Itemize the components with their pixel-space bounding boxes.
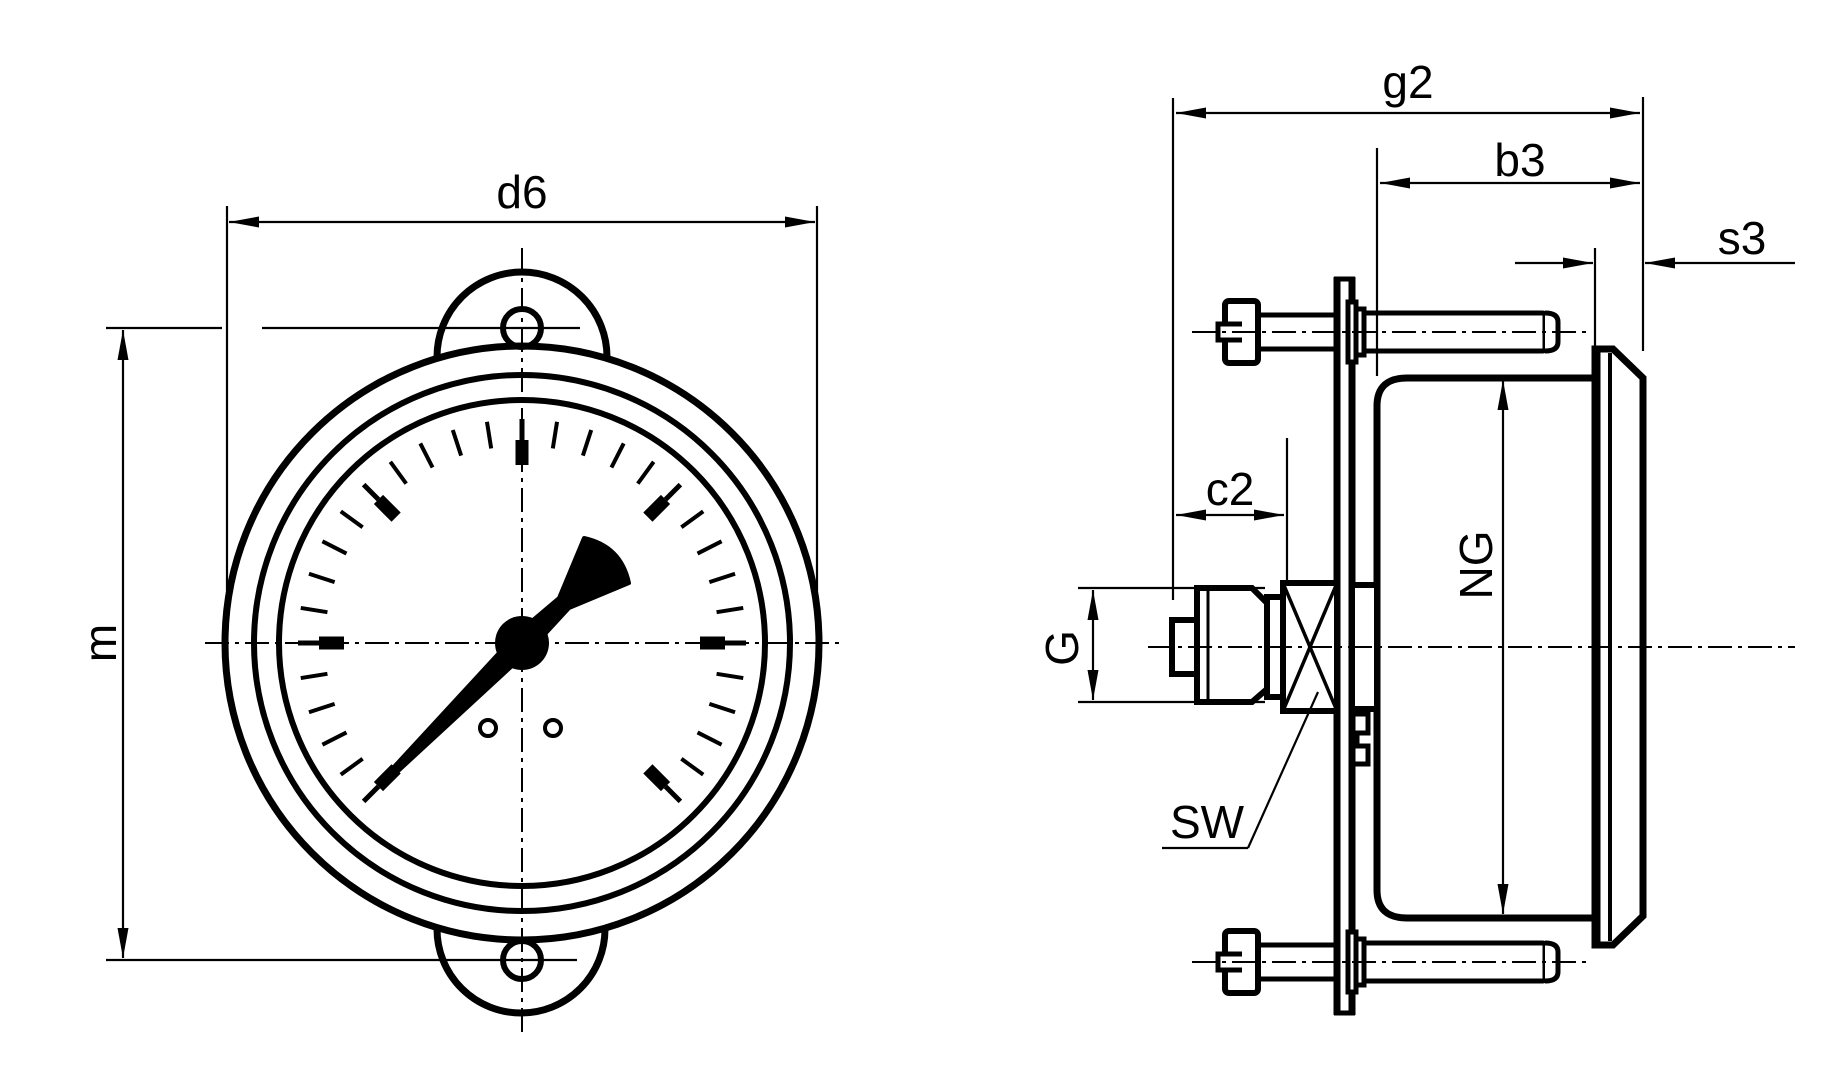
arrowhead — [1497, 884, 1509, 914]
dial-tick — [680, 509, 705, 529]
dial-screw-left — [478, 718, 498, 738]
dial-tick — [450, 429, 464, 457]
dial-tick — [373, 494, 401, 522]
dial-tick — [680, 757, 705, 777]
dial-tick — [308, 571, 336, 585]
arrowhead — [1610, 107, 1640, 119]
dim-label-NG: NG — [1450, 531, 1502, 600]
dial-tick — [609, 442, 626, 469]
dial-tick — [716, 671, 744, 681]
sw-leader-line — [1246, 691, 1320, 849]
arrowhead — [1176, 107, 1206, 119]
dial-tick — [484, 421, 494, 449]
arrowhead — [117, 928, 129, 958]
dial-tick — [580, 429, 594, 457]
arrowhead — [229, 216, 259, 228]
dial-tick — [388, 460, 408, 485]
arrowhead — [1563, 257, 1593, 269]
screw-slot — [1215, 321, 1242, 343]
screw-slot — [1215, 951, 1242, 973]
arrowhead — [1497, 380, 1509, 410]
dim-label-G: G — [1036, 630, 1088, 666]
arrowhead — [1087, 670, 1099, 700]
dial-tick — [696, 539, 723, 556]
dial-screw-right — [543, 718, 563, 738]
dial-tick — [300, 671, 328, 681]
dial-tick — [300, 605, 328, 615]
dial-tick — [643, 494, 671, 522]
spring-clip — [1352, 711, 1371, 767]
dim-label-d6: d6 — [496, 166, 547, 218]
dial-tick — [716, 605, 744, 615]
arrowhead — [1254, 509, 1284, 521]
dim-label-b3: b3 — [1494, 134, 1545, 186]
dial-tick — [696, 730, 723, 747]
arrowhead — [1380, 177, 1410, 189]
centerlines — [205, 248, 1795, 1038]
dial-tick — [361, 482, 381, 502]
dim-label-s3: s3 — [1718, 212, 1767, 264]
dim-label-SW: SW — [1170, 796, 1245, 848]
arrowhead — [1087, 590, 1099, 620]
dial-tick — [339, 757, 364, 777]
dial-tick — [708, 701, 736, 715]
dim-label-g2: g2 — [1382, 56, 1433, 108]
dimension-arrowheads — [117, 107, 1675, 958]
dial-tick — [321, 539, 348, 556]
dial-tick — [550, 421, 560, 449]
dial-tick — [308, 701, 336, 715]
dial-tick — [418, 442, 435, 469]
top-mounting-screw — [1215, 298, 1561, 366]
top-mounting-lug — [433, 268, 611, 358]
dial-tick — [361, 784, 381, 804]
dial-tick — [643, 764, 671, 792]
arrowhead — [117, 330, 129, 360]
bottom-mounting-screw — [1215, 928, 1561, 996]
pointer-needle — [380, 649, 516, 785]
dim-label-m: m — [74, 624, 126, 662]
arrowhead — [785, 216, 815, 228]
dimension-labels: d6 m g2 b3 s3 c2 G NG SW — [74, 56, 1766, 848]
arrowhead — [1610, 177, 1640, 189]
dial-tick — [708, 571, 736, 585]
arrowhead — [1645, 257, 1675, 269]
arrowhead — [1176, 509, 1206, 521]
pointer — [380, 536, 631, 785]
pointer-counterweight — [531, 536, 631, 635]
dial-tick — [339, 509, 364, 529]
dial-tick — [321, 730, 348, 747]
dial-tick — [636, 460, 656, 485]
pointer-hub — [495, 616, 549, 670]
dim-label-c2: c2 — [1206, 463, 1255, 515]
dial-tick — [663, 482, 683, 502]
dial-tick — [663, 784, 683, 804]
